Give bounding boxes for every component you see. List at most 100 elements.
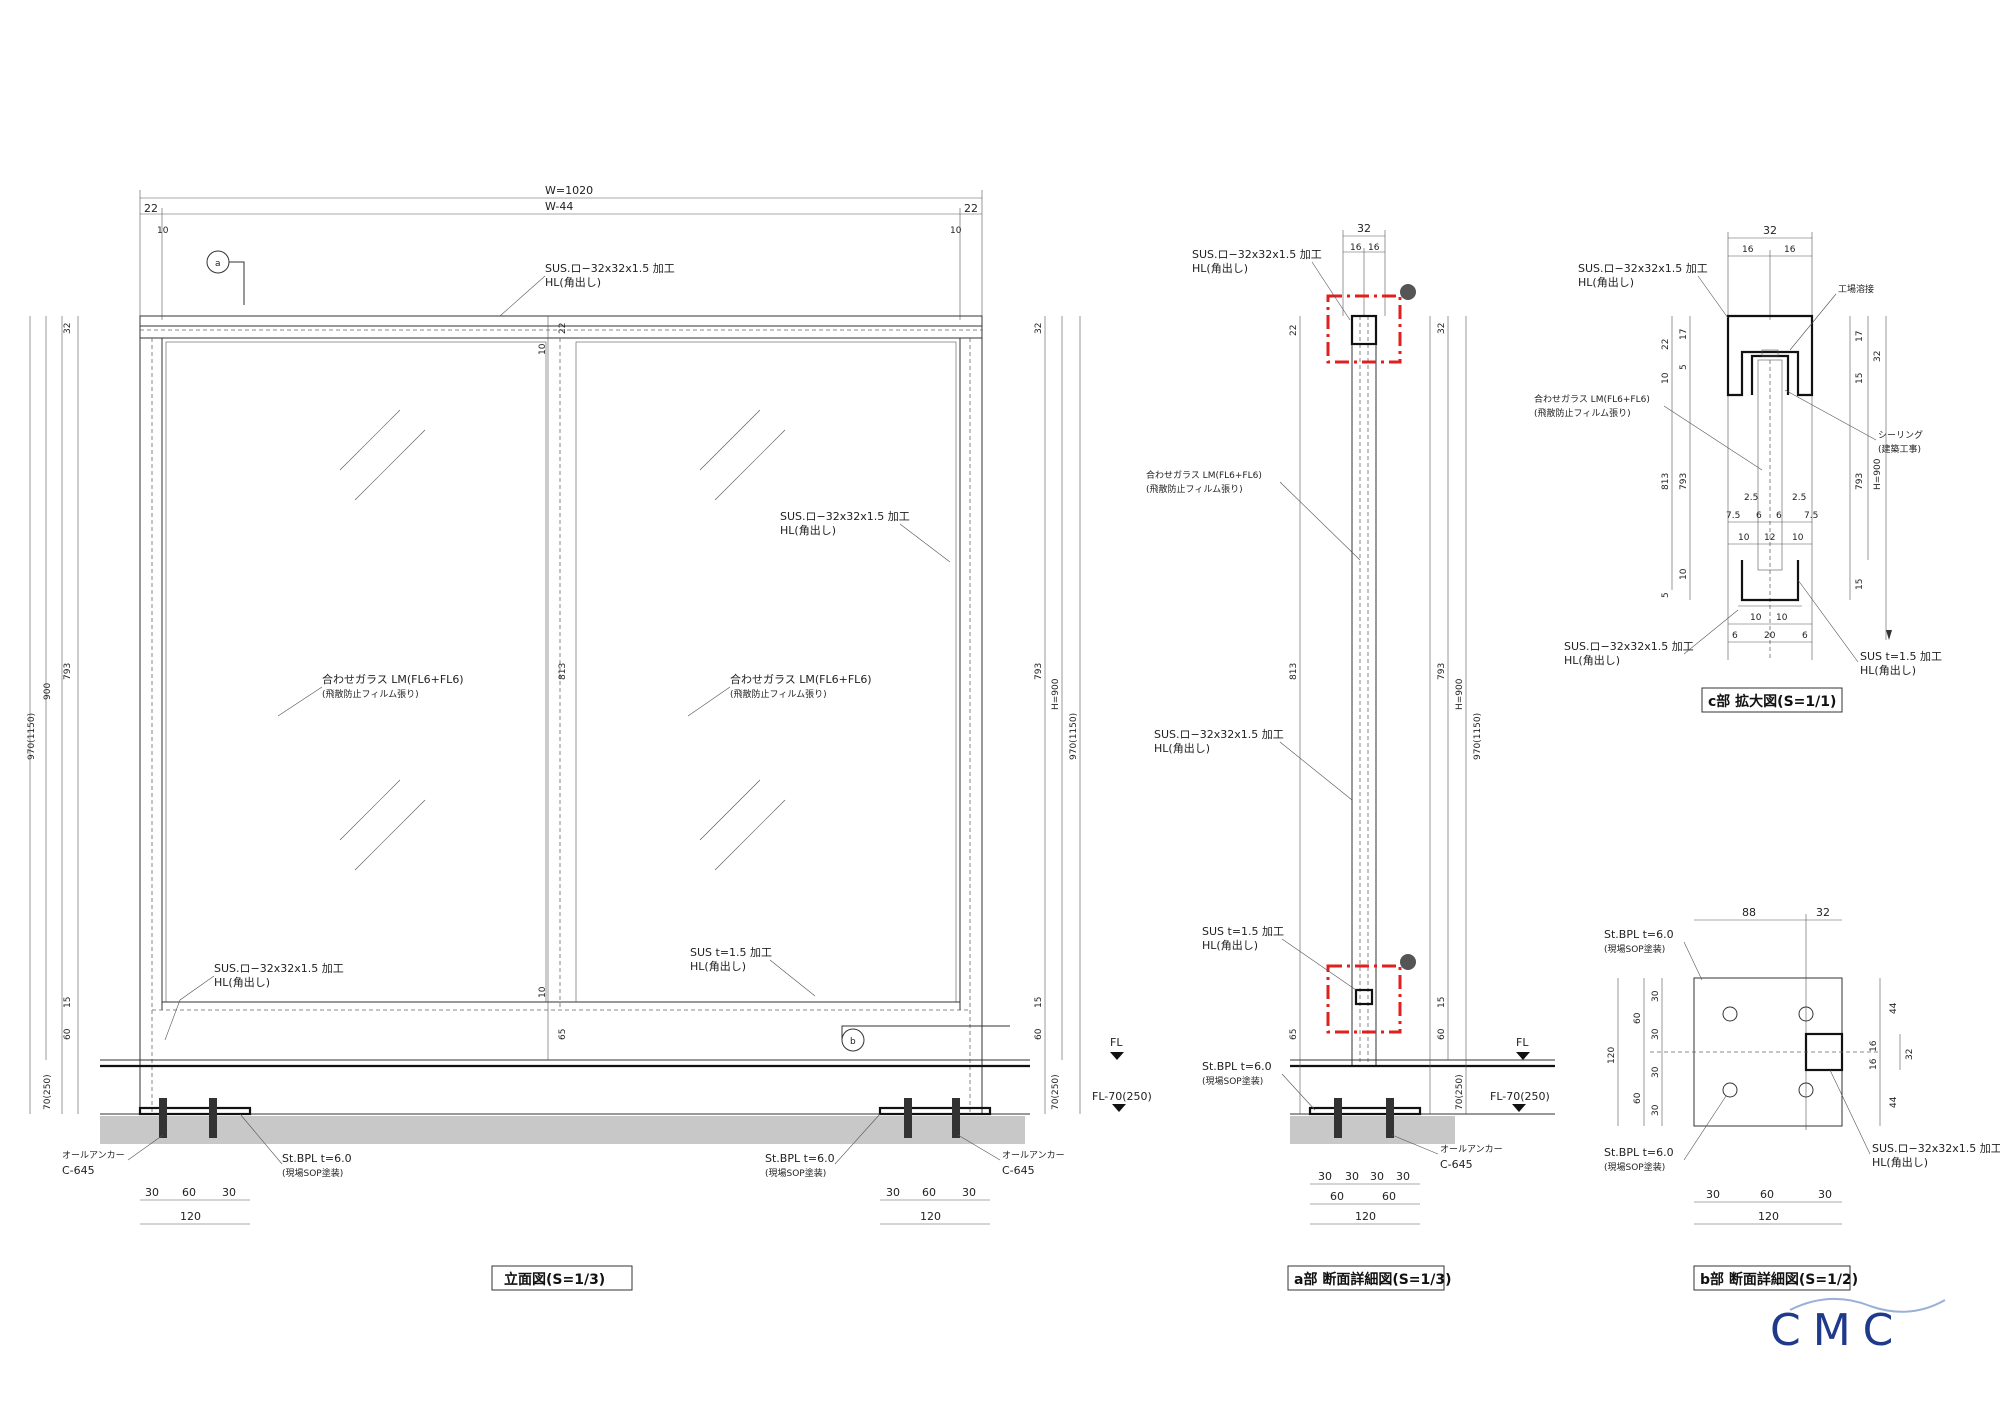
- elev-left-dim: 70(250): [43, 1074, 53, 1110]
- sec-c-channel-note-sub: HL(角出し): [1860, 663, 1916, 677]
- sec-b-left-dim: 30: [1651, 990, 1661, 1002]
- elevation-view: W=1020 W-44 22 22 10 10 a: [27, 184, 1152, 1291]
- post-right-dim: 10: [950, 226, 962, 236]
- sec-c-top-half: 16: [1784, 245, 1796, 255]
- sec-b-top-dim: 88: [1742, 906, 1756, 919]
- sec-b-title: b部 断面詳細図(S=1/2): [1700, 1271, 1858, 1288]
- glass-note-right: 合わせガラス LM(FL6+FL6): [730, 672, 872, 686]
- sec-c-gap-dim: 10: [1750, 613, 1762, 623]
- detail-c-highlight: [1326, 294, 1402, 364]
- sec-c-top-note: SUS.ロ−32x32x1.5 加工: [1578, 262, 1708, 275]
- sec-c-channel-note: SUS t=1.5 加工: [1860, 650, 1942, 663]
- sec-a-anchor-note: オールアンカー: [1440, 1144, 1503, 1155]
- sec-c-gap-dim: 7.5: [1804, 511, 1818, 521]
- sec-c-top-note-sub: HL(角出し): [1578, 275, 1634, 289]
- sec-a-top-cap: [1350, 314, 1378, 346]
- sec-c-top-half: 16: [1742, 245, 1754, 255]
- sec-a-top-note-sub: HL(角出し): [1192, 261, 1248, 275]
- sec-b-right-dim: 16: [1869, 1040, 1879, 1052]
- section-c-view: 32 16 16 SUS.ロ−32x32x1.5 加工 HL(角出し) 工場溶接…: [1534, 224, 1942, 713]
- sec-b-right-dim: 44: [1889, 1002, 1899, 1014]
- elev-right-dim: 15: [1034, 997, 1044, 1008]
- glass-note-right-sub: (飛散防止フィルム張り): [730, 688, 827, 700]
- elev-right-dim: 793: [1034, 663, 1044, 680]
- sec-c-gap-dim: 2.5: [1792, 493, 1806, 503]
- top-rail-note-sub: HL(角出し): [545, 275, 601, 289]
- sec-c-title-box: [1701, 687, 1843, 713]
- sec-c-left-dim: 10: [1661, 372, 1671, 384]
- sec-b-bottom-dim: 60: [1760, 1188, 1774, 1201]
- elevation-title: 立面図(S=1/3): [504, 1271, 605, 1288]
- sec-c-top-width: 32: [1763, 224, 1777, 237]
- bpl-note-right: St.BPL t=6.0: [765, 1152, 835, 1165]
- anchor-note-right-sub: C-645: [1002, 1164, 1035, 1177]
- elev-right-dim: 60: [1034, 1028, 1044, 1040]
- sec-a-right-dim: 32: [1437, 323, 1447, 334]
- elev-left-dim: 60: [63, 1028, 73, 1040]
- sec-a-left-dim: 22: [1289, 325, 1299, 336]
- sec-a-base-dim: 30: [1318, 1170, 1332, 1183]
- sec-a-base-dim: 60: [1330, 1190, 1344, 1203]
- elev-right-dim: 70(250): [1051, 1074, 1061, 1110]
- sec-a-bpl-note-sub: (現場SOP塗装): [1202, 1075, 1263, 1087]
- sec-c-left-dim: 813: [1661, 473, 1671, 490]
- sec-a-channel-note: SUS t=1.5 加工: [1202, 925, 1284, 938]
- anchor-bolts: [159, 1098, 960, 1138]
- sec-a-left-dim: 813: [1289, 663, 1299, 680]
- elev-center-dim: 10: [538, 986, 548, 998]
- sec-c-gap-dim: 2.5: [1744, 493, 1758, 503]
- top-rail-note: SUS.ロ−32x32x1.5 加工: [545, 262, 675, 275]
- base-dim: 30: [886, 1186, 900, 1199]
- sec-c-sealing-note: シーリング: [1878, 429, 1923, 441]
- sec-c-left-dim: 5: [1661, 592, 1671, 598]
- base-dim: 30: [145, 1186, 159, 1199]
- sec-c-title: c部 拡大図(S=1/1): [1708, 693, 1836, 710]
- sec-a-title: a部 断面詳細図(S=1/3): [1294, 1271, 1452, 1288]
- sec-c-gap-dim: 12: [1764, 533, 1775, 543]
- elev-center-dim: 65: [558, 1029, 568, 1040]
- sec-c-right-dim: 17: [1855, 331, 1865, 342]
- left-post-note: SUS.ロ−32x32x1.5 加工: [214, 962, 344, 975]
- sec-b-left-dim: 60: [1633, 1012, 1643, 1024]
- sec-c-gap-dim: 7.5: [1726, 511, 1740, 521]
- sec-c-sealing-note-sub: (建築工事): [1878, 443, 1921, 455]
- right-post-note-sub: HL(角出し): [780, 523, 836, 537]
- sec-a-base-dim: 30: [1370, 1170, 1384, 1183]
- bpl-note: St.BPL t=6.0: [282, 1152, 352, 1165]
- sec-a-right-dim: 15: [1437, 997, 1447, 1008]
- sec-a-fl-label: FL: [1516, 1036, 1529, 1049]
- elevation-title-box: [491, 1265, 633, 1291]
- base-dim: 120: [920, 1210, 941, 1223]
- sec-a-right-dim: 970(1150): [1473, 713, 1483, 760]
- elev-center-dim: 813: [558, 663, 568, 680]
- cmc-logo-text: CMC: [1770, 1305, 1905, 1356]
- elev-center-dim: 22: [558, 323, 568, 334]
- elev-left-dim: 15: [63, 997, 73, 1008]
- elev-left-dim: 900: [43, 683, 53, 700]
- sec-c-gap-dim: 6: [1732, 631, 1738, 641]
- sec-a-post-note-sub: HL(角出し): [1154, 741, 1210, 755]
- elev-right-dim: H=900: [1051, 678, 1061, 710]
- sec-b-bpl-note-bottom: St.BPL t=6.0: [1604, 1146, 1674, 1159]
- sec-b-bottom-dim: 30: [1706, 1188, 1720, 1201]
- sec-b-top-dim: 32: [1816, 906, 1830, 919]
- glass-panel-left: [165, 341, 547, 1003]
- sec-a-post-note: SUS.ロ−32x32x1.5 加工: [1154, 728, 1284, 741]
- sec-c-bottom-note: SUS.ロ−32x32x1.5 加工: [1564, 640, 1694, 653]
- anchor-note: オールアンカー: [62, 1150, 125, 1161]
- sec-a-glass-note: 合わせガラス LM(FL6+FL6): [1146, 469, 1262, 481]
- sec-a-right-dim: H=900: [1455, 678, 1465, 710]
- elev-left-dim: 970(1150): [27, 713, 37, 760]
- sec-a-left-dim: 65: [1289, 1029, 1299, 1040]
- sec-a-bpl-note: St.BPL t=6.0: [1202, 1060, 1272, 1073]
- fl70-label: FL-70(250): [1092, 1090, 1152, 1103]
- sec-c-right-dim: 15: [1855, 579, 1865, 590]
- glass-panel-right: [575, 341, 957, 1003]
- marker-a-label: a: [215, 259, 221, 269]
- marker-b-label: b: [850, 1037, 856, 1047]
- anchor-note-right: オールアンカー: [1002, 1150, 1065, 1161]
- sec-b-right-dim: 44: [1889, 1096, 1899, 1108]
- base-plate-left: [138, 1106, 252, 1116]
- edge-right-dim: 22: [964, 202, 978, 215]
